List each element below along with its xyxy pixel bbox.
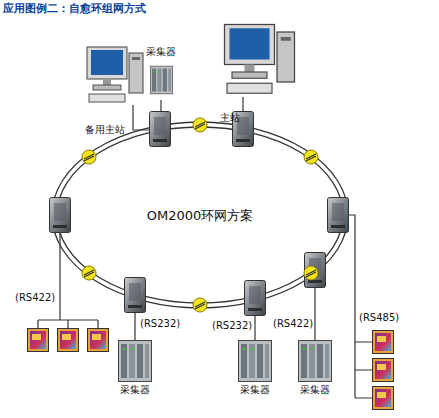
node-label: 备用主站 — [85, 124, 125, 136]
collector: 采集器 — [112, 338, 158, 400]
collector: 采集器 — [232, 338, 278, 400]
interface-label: (RS422) — [14, 292, 56, 304]
node-label: 采集器 — [146, 46, 176, 58]
main-station: 主站 — [215, 20, 299, 126]
interface-label: (RS232) — [139, 318, 181, 330]
node-label: 主站 — [220, 112, 240, 124]
backup-station: 备用主站 — [84, 44, 146, 138]
interface-label: (RS422) — [272, 318, 314, 330]
node-label: 采集器 — [300, 384, 330, 396]
node-label: 采集器 — [120, 384, 150, 396]
interface-label: (RS485) — [358, 312, 400, 324]
diagram-title: 应用图例二：自愈环组网方式 — [3, 3, 146, 15]
interface-label: (RS232) — [211, 320, 253, 332]
node-label: 采集器 — [240, 384, 270, 396]
ring-title: OM2000环网方案 — [146, 208, 255, 224]
collector: 采集器 — [292, 338, 338, 400]
collector: 采集器 — [146, 46, 178, 102]
